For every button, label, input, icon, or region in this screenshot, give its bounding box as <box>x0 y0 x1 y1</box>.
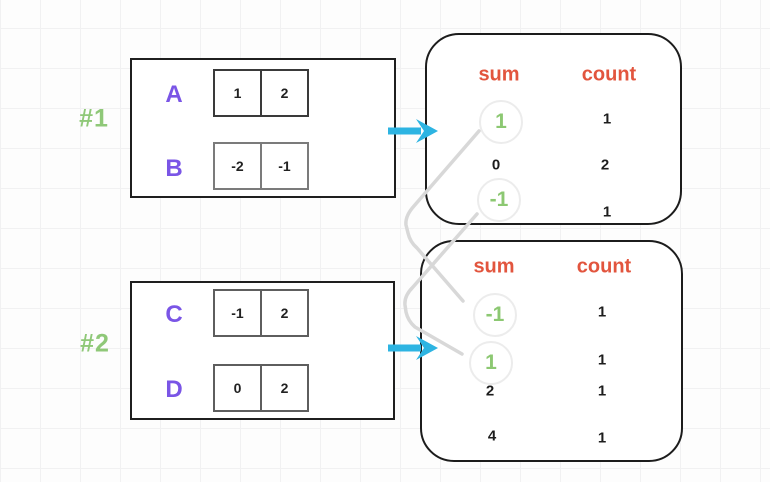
sum-value: 4 <box>487 427 497 445</box>
array-b-cell-0: -2 <box>213 142 262 190</box>
array-c-cells: -1 2 <box>213 289 309 337</box>
count-value: 1 <box>597 429 607 447</box>
array-a-cells: 1 2 <box>213 69 309 117</box>
array-a-cell-1: 2 <box>260 69 309 117</box>
sum-value: 2 <box>485 382 495 400</box>
count-value: 2 <box>600 156 610 174</box>
array-c-label: C <box>165 301 183 328</box>
example-2-result-table: sum count -1 1 1 1 2 1 4 1 <box>420 240 683 462</box>
array-d-cell-0: 0 <box>213 364 262 412</box>
count-header-2: count <box>576 255 632 278</box>
sum-value: 1 <box>485 351 497 374</box>
sum-value: 0 <box>491 156 501 174</box>
array-b-label: B <box>165 155 183 182</box>
highlighted-sum-circle: -1 <box>477 178 521 222</box>
count-header-1: count <box>581 63 637 86</box>
array-a-label: A <box>165 81 183 108</box>
array-c-cell-1: 2 <box>260 289 309 337</box>
highlighted-sum-circle: 1 <box>469 341 513 385</box>
example-2-arrays-box: C -1 2 D 0 2 <box>130 281 395 420</box>
array-d-cells: 0 2 <box>213 364 309 412</box>
array-d-label: D <box>165 376 183 403</box>
highlighted-sum-circle: -1 <box>473 293 517 337</box>
array-a-cell-0: 1 <box>213 69 262 117</box>
array-d-cell-1: 2 <box>260 364 309 412</box>
count-value: 1 <box>597 303 607 321</box>
array-b-cells: -2 -1 <box>213 142 309 190</box>
array-b-cell-1: -1 <box>260 142 309 190</box>
sum-value: -1 <box>489 188 509 211</box>
example-1-label: #1 <box>79 104 109 133</box>
example-1-result-table: sum count 1 1 0 2 -1 1 <box>425 33 682 225</box>
count-value: 1 <box>597 382 607 400</box>
sum-value: 1 <box>495 110 507 133</box>
array-c-cell-0: -1 <box>213 289 262 337</box>
count-value: 1 <box>602 203 612 221</box>
highlighted-sum-circle: 1 <box>479 100 523 144</box>
example-1-arrays-box: A 1 2 B -2 -1 <box>130 58 396 198</box>
sum-header-2: sum <box>473 255 515 278</box>
sum-header-1: sum <box>478 63 520 86</box>
sum-value: -1 <box>485 303 505 326</box>
count-value: 1 <box>602 110 612 128</box>
count-value: 1 <box>597 351 607 369</box>
example-2-label: #2 <box>80 329 110 358</box>
